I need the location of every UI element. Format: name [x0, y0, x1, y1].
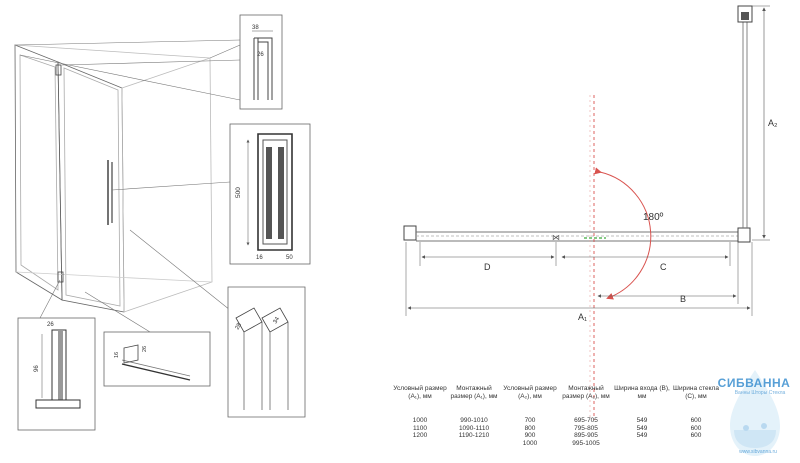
enclosure-perspective	[14, 44, 213, 313]
label-seal-a: 16	[114, 352, 120, 358]
table-cell: 995-1005	[572, 439, 600, 447]
table-header: Условный размер (A₂), мм	[503, 385, 557, 400]
label-bottom-h: 96	[34, 365, 40, 372]
hinge-top	[55, 64, 62, 76]
table-header: Ширина стекла (C), мм	[673, 385, 719, 400]
label-handle-height: 500	[235, 187, 242, 198]
table-header: Условный размер (A₁), мм	[393, 385, 447, 400]
table-cell: 549	[636, 417, 648, 424]
table-cell: 1100	[413, 424, 427, 432]
detail-corner-profile: 28 34	[227, 286, 306, 418]
table-header: Монтажный размер (A₂), мм	[562, 385, 610, 400]
table-cell: 600	[690, 432, 702, 439]
label-handle-width: 50	[286, 255, 293, 261]
brand-url: www.sibvanna.ru	[739, 449, 777, 455]
table-cell: 600	[690, 417, 702, 424]
table-cell: 700	[524, 417, 536, 424]
detail-bottom-profile: 26 96	[17, 317, 96, 431]
table-cell: 1190-1210	[458, 432, 490, 439]
detail-top-profile: 38 26	[239, 14, 283, 110]
label-angle: 180º	[643, 212, 664, 223]
label-top-profile-w: 38	[252, 25, 259, 31]
label-corner-b: 34	[273, 316, 282, 325]
table-col-a1-nominal: Условный размер (A₁), мм 1000 1100 1200	[392, 385, 448, 440]
table-cell: 900	[524, 432, 536, 439]
label-top-profile-h: 26	[257, 52, 264, 58]
table-col-a2-mount: Монтажный размер (A₂), мм 695-705 795-80…	[558, 385, 614, 447]
label-dim-d: D	[484, 262, 491, 272]
label-corner-a: 28	[235, 322, 244, 331]
detail-floor-seal: 16 26	[103, 331, 211, 387]
table-cell: 600	[690, 424, 702, 432]
table-cell: 1200	[412, 432, 428, 439]
label-seal-b: 26	[142, 346, 148, 352]
table-cell: 549	[636, 432, 648, 439]
table-cell: 549	[636, 424, 648, 432]
swing-arc	[594, 167, 652, 300]
table-cell: 895-905	[574, 432, 598, 439]
table-col-entry-width: Ширина входа (B), мм 549 549 549	[614, 385, 670, 440]
table-cell: 800	[524, 424, 536, 432]
label-dim-a2: A₂	[768, 118, 778, 128]
table-cell: 795-805	[574, 424, 598, 432]
label-handle-depth: 16	[256, 255, 263, 261]
label-dim-a1: A₁	[578, 312, 587, 322]
table-cell: 1000	[412, 417, 428, 424]
watermark-logo: СИБВАННА Ванны Шторы Стекла www.sibvanna…	[712, 370, 798, 458]
table-cell: 1000	[522, 439, 538, 447]
table-col-a1-mount: Монтажный размер (A₁), мм 990-1010 1090-…	[446, 385, 502, 440]
brand-tagline: Ванны Шторы Стекла	[734, 390, 786, 396]
leader-lines	[14, 39, 241, 333]
table-header: Ширина входа (B), мм	[614, 385, 670, 400]
label-dim-b: B	[680, 294, 686, 304]
joint-mark: ⋈	[552, 233, 560, 242]
table-header: Монтажный размер (A₁), мм	[450, 385, 498, 400]
brand-name: СИБВАННА	[717, 376, 791, 390]
table-col-a2-nominal: Условный размер (A₂), мм 700 800 900 100…	[502, 385, 558, 447]
wall-bracket-left	[403, 225, 417, 241]
plan-view: ⋈ 180º D C B A₁	[403, 5, 778, 420]
label-dim-c: C	[660, 262, 667, 272]
table-cell: 1090-1110	[458, 424, 490, 432]
bathtub-icon	[730, 370, 780, 456]
detail-handle: 500 16 50	[229, 123, 311, 265]
label-bottom-w: 26	[47, 322, 54, 328]
back-wall	[121, 57, 213, 313]
hinge-bottom	[57, 271, 64, 283]
table-cell: 990-1010	[460, 417, 488, 424]
table-col-glass-width: Ширина стекла (C), мм 600 600 600	[668, 385, 724, 440]
table-cell: 695-705	[574, 417, 598, 424]
corner-bracket	[737, 227, 751, 243]
